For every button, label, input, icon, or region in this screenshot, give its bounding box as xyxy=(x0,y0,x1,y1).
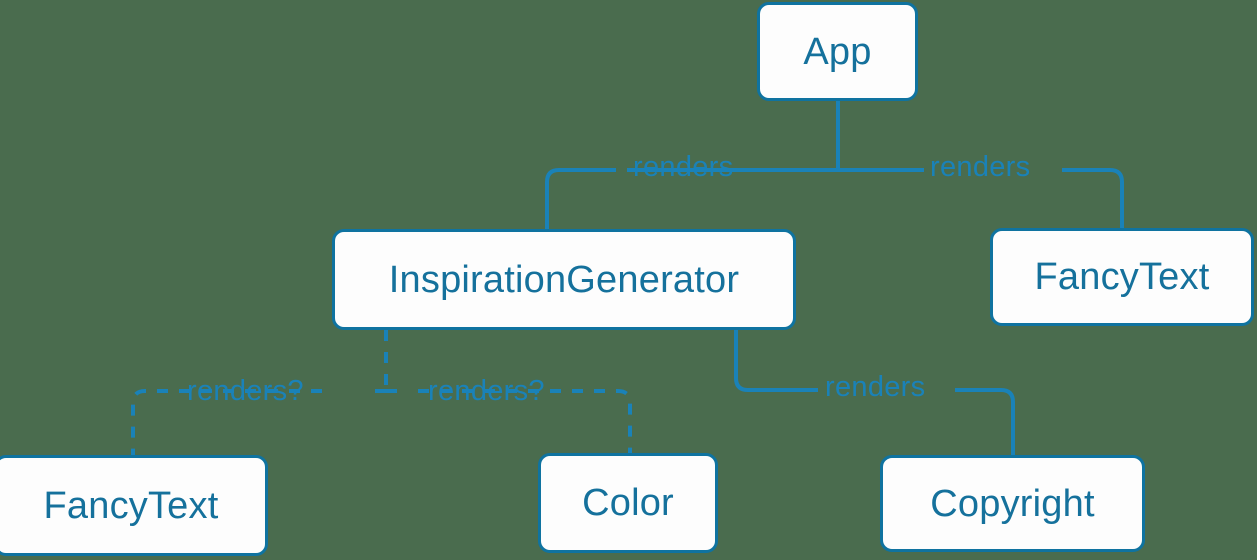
edge-label-app-to-fancytext: renders xyxy=(930,151,1031,183)
edge-inspirationgenerator-to-color xyxy=(386,389,632,453)
edge-app-to-fancytext-right xyxy=(838,168,1124,228)
edge-label-inspirationgenerator-to-fancytext: renders? xyxy=(187,375,304,407)
node-copyright-label: Copyright xyxy=(930,482,1095,525)
edge-label-inspirationgenerator-to-copyright: renders xyxy=(825,371,926,403)
node-color-label: Color xyxy=(582,482,674,524)
node-color[interactable]: Color xyxy=(538,453,718,553)
node-app[interactable]: App xyxy=(757,2,918,101)
node-fancy-text-bottom[interactable]: FancyText xyxy=(0,455,268,556)
node-fancy-text-right-label: FancyText xyxy=(1034,256,1210,298)
node-fancy-text-right[interactable]: FancyText xyxy=(990,228,1254,326)
edge-label-app-to-inspirationgenerator: renders xyxy=(633,151,734,183)
node-fancy-text-bottom-label: FancyText xyxy=(43,484,219,527)
edge-app-to-inspirationgenerator xyxy=(545,168,838,229)
node-inspiration-generator-label: InspirationGenerator xyxy=(388,258,740,301)
edge-inspirationgenerator-to-copyright xyxy=(734,330,1015,455)
node-copyright[interactable]: Copyright xyxy=(880,455,1145,552)
node-inspiration-generator[interactable]: InspirationGenerator xyxy=(332,229,796,330)
node-app-label: App xyxy=(803,30,872,73)
edge-inspirationgenerator-to-fancytext-bottom xyxy=(131,389,386,455)
edge-label-inspirationgenerator-to-color: renders? xyxy=(428,375,545,407)
